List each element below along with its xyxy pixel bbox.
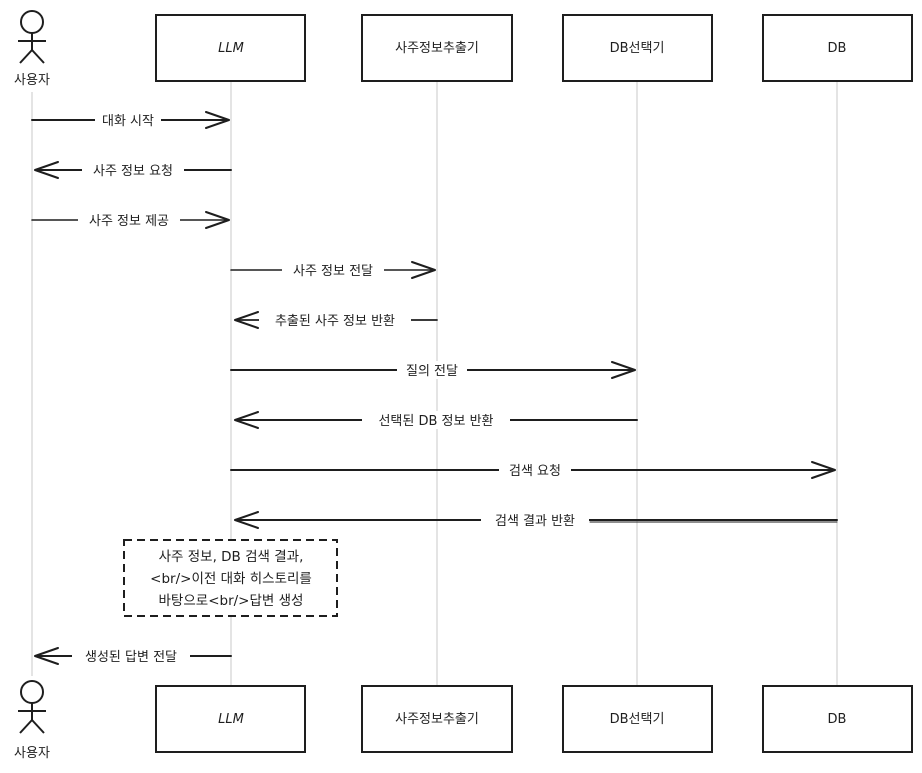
participant-dbselector-bottom (562, 685, 713, 753)
message-6-label: 질의 전달 (406, 364, 458, 379)
participant-boxes-top (155, 14, 913, 82)
actor-head (20, 680, 44, 704)
message-2-label: 사주 정보 요청 (93, 164, 173, 179)
note-line-3: 바탕으로<br/>답변 생성 (159, 593, 304, 609)
note: 사주 정보, DB 검색 결과, <br/>이전 대화 히스토리를 바탕으로<b… (123, 539, 338, 617)
actor-head (20, 10, 44, 34)
message-labels: 대화 시작 사주 정보 요청 사주 정보 제공 사주 정보 전달 추출된 사주 … (72, 111, 589, 665)
participant-db-top (762, 14, 913, 82)
participant-llm-bottom-label: LLM (218, 712, 244, 727)
participant-extractor-bottom-label: 사주정보추출기 (395, 712, 479, 727)
participant-dbselector-bottom-label: DB선택기 (610, 712, 665, 727)
message-3-label: 사주 정보 제공 (89, 214, 169, 229)
message-9-label: 검색 결과 반환 (495, 514, 575, 529)
participant-extractor-top (361, 14, 513, 82)
note-line-2: <br/>이전 대화 히스토리를 (150, 571, 312, 587)
participant-boxes-bottom (155, 685, 913, 753)
participant-llm-bottom (155, 685, 306, 753)
participant-dbselector-top (562, 14, 713, 82)
participant-dbselector-top-label: DB선택기 (610, 41, 665, 56)
participant-extractor-bottom (361, 685, 513, 753)
message-8-label: 검색 요청 (509, 464, 561, 479)
participant-db-bottom (762, 685, 913, 753)
message-4-label: 사주 정보 전달 (293, 264, 373, 279)
note-line-1: 사주 정보, DB 검색 결과, (159, 549, 304, 565)
actor-user-bottom (18, 680, 46, 734)
message-1-label: 대화 시작 (102, 114, 154, 129)
actor-user-top-label: 사용자 (14, 73, 50, 88)
participant-llm-top (155, 14, 306, 82)
actor-user-bottom-label: 사용자 (14, 746, 50, 761)
note-box (123, 539, 338, 617)
participant-db-bottom-label: DB (828, 712, 847, 727)
participant-extractor-top-label: 사주정보추출기 (395, 41, 479, 56)
message-7-label: 선택된 DB 정보 반환 (378, 414, 493, 429)
participant-llm-top-label: LLM (218, 41, 244, 56)
message-10-label: 생성된 답변 전달 (85, 650, 177, 665)
participant-db-top-label: DB (828, 41, 847, 56)
actor-user-top (18, 10, 46, 64)
message-5-label: 추출된 사주 정보 반환 (275, 314, 395, 329)
